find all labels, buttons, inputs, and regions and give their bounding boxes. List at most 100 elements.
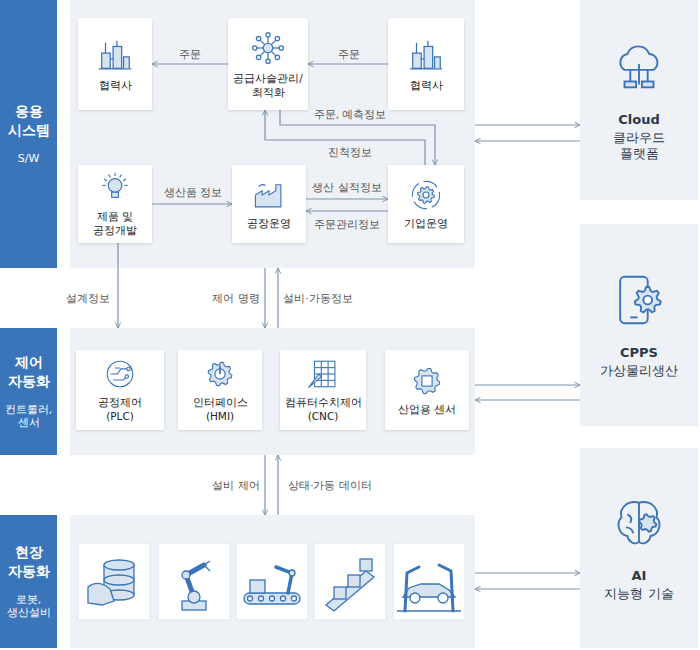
smoke [259,184,266,186]
connector-arrow [264,455,265,515]
connector-arrow [152,63,228,64]
connector-arrow [475,588,580,589]
robot-joint [289,570,295,576]
indicator [219,366,221,375]
link-node [256,56,260,60]
product-box [360,559,372,571]
band-ground [0,0,57,268]
connector-arrow [475,572,580,573]
light-ray [109,175,111,178]
equipment-box [314,543,386,620]
icon [610,38,668,96]
band-ground [0,515,57,648]
platform-box: Cloud클라우드 플랫폼 [580,0,698,200]
product-box [348,575,360,587]
tank [102,53,111,68]
connector-arrow [306,210,388,211]
conveyor-roller [292,596,297,601]
edge-label: 주문 [335,48,363,61]
light-ray [123,179,126,181]
hand [88,583,114,605]
node-title: 컴퓨터수치제어 (CNC) [283,396,363,422]
connector-arrow [475,384,580,385]
edge-label: 주문 [176,48,204,61]
connector-arrow [475,140,580,141]
factory [255,185,281,207]
device-box: 산업용 센서 [385,350,469,430]
node-title: 인터페이스 (HMI) [190,396,250,422]
tank [113,46,122,68]
connector-arrow [277,455,278,515]
equipment-box [236,543,308,620]
icon [610,494,668,552]
node-subtitle: 가상물리생산 [600,363,678,379]
grid-line [315,374,335,375]
panel-ground [70,328,475,455]
robot-arm [439,565,453,611]
icon [203,357,237,391]
gear [208,363,232,387]
link-node [266,59,270,63]
link-node [256,37,260,41]
layer-panel: 응용 시스템S/W협력사공급사슬관리/ 최적화협력사제품 및 공정개발공장운영기… [0,0,475,268]
gear-hub [423,192,429,198]
link-node [279,46,283,50]
gear-hub [643,295,652,304]
icon [252,178,286,212]
icon [306,357,340,391]
process-box: 기업운영 [388,165,464,243]
connector-arrow [152,203,232,204]
connector-arrow [277,268,278,328]
circuit-pad [127,368,130,371]
cylinder-ring [104,575,134,585]
floor-line [397,610,461,611]
light-ray [102,185,105,186]
node-title: 공급사슬관리/ 최적화 [231,72,305,98]
robot-gripper [204,561,210,571]
server [642,81,654,87]
cnc-panel [315,362,335,388]
cycle-arrow [412,181,439,208]
base-line [410,68,442,69]
robot-joint [182,571,190,579]
device-box: 공정제어 (PLC) [76,350,164,430]
band-heading: 현장 자동화로봇, 생산설비 [0,515,57,648]
grid-line [315,367,335,368]
conveyor [326,571,374,611]
node-title: 현장 자동화 [0,543,57,581]
equipment-box [158,543,230,620]
tool [309,374,322,388]
tablet-button [630,316,637,318]
brain-lobe [639,502,659,543]
field-equipment [393,543,465,620]
node-subtitle: 컨트롤러, 센서 [0,403,57,431]
icon [409,178,443,212]
node-title: 산업용 센서 [398,403,456,416]
node-title: 공장운영 [247,217,291,230]
layer-panel: 제어 자동화컨트롤러, 센서공정제어 (PLC) 인터페이스 (HMI) 컴퓨터수치… [0,328,475,455]
car-wheel [410,593,420,603]
panel-ground [70,0,475,268]
icon [407,36,445,74]
brain-lobe [619,502,639,543]
icon [98,171,132,205]
equipment-box [78,543,150,620]
light-ray [120,175,122,178]
connector-arrow [308,63,388,64]
band-heading: 제어 자동화컨트롤러, 센서 [0,328,57,455]
node-title: 공정제어 (PLC) [90,396,150,422]
cylinder-top [104,560,134,570]
link-node [253,46,257,50]
gear [639,514,656,531]
robot-joint [188,591,200,603]
node-title: 제품 및 공정개발 [81,210,149,236]
brain-fold [626,514,633,533]
device-box: 인터페이스 (HMI) [178,350,262,430]
gear [418,186,435,203]
base-line [99,68,131,69]
edge-label: 상태·가동 데이터 [285,479,375,492]
field-equipment [314,543,386,620]
node-title: 기업운영 [404,217,448,230]
process-box: 공장운영 [232,165,306,243]
platform-box: CPPS가상물리생산 [580,224,698,426]
